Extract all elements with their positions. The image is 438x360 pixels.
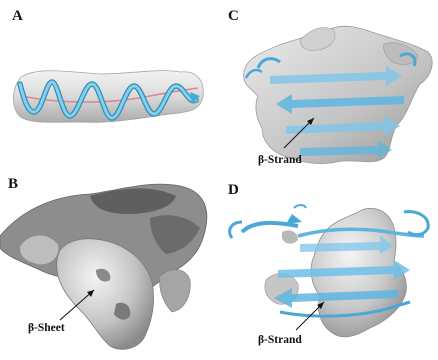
density-side-b: [160, 270, 191, 312]
panel-a-helix-density: [13, 71, 203, 123]
beta-strand-label-d: β-Strand: [258, 334, 302, 346]
panel-d-strand-density: [230, 205, 429, 337]
density-small-d: [282, 230, 298, 243]
panel-c-strand-density: [244, 26, 432, 163]
beta-sheet-label-b: β-Sheet: [28, 322, 65, 334]
beta-strand-label-c: β-Strand: [258, 154, 302, 166]
